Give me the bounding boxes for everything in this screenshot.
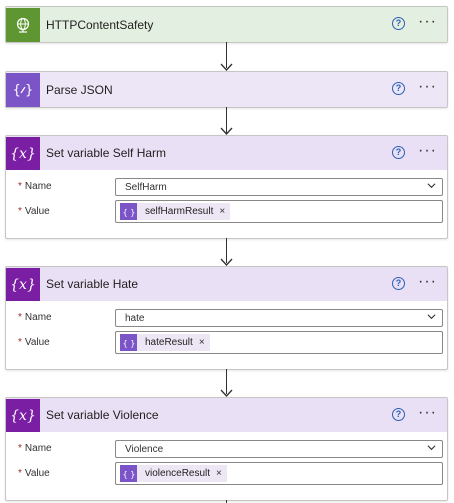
svg-text:{ }: { } — [123, 208, 135, 217]
name-dropdown-value: hate — [125, 312, 145, 324]
more-options-icon[interactable]: ··· — [418, 404, 437, 421]
step-card-set-variable-violence[interactable]: {x} Set variable Violence ? ··· *Name Vi… — [5, 397, 448, 501]
step-header[interactable]: { } Parse JSON ? ··· — [6, 72, 447, 107]
help-icon[interactable]: ? — [392, 277, 405, 290]
value-field-label: *Value — [18, 468, 50, 479]
token-label: violenceResult — [145, 468, 211, 479]
arrow-down-icon — [220, 127, 233, 135]
svg-text:{x}: {x} — [10, 146, 36, 162]
chevron-down-icon — [427, 445, 436, 451]
name-field-label: *Name — [18, 312, 52, 323]
arrow-down-icon — [220, 389, 233, 397]
svg-text:{ }: { } — [123, 470, 135, 479]
dynamic-content-token[interactable]: { } selfHarmResult × — [120, 203, 231, 220]
connector-line — [226, 107, 227, 133]
step-title: Set variable Hate — [46, 277, 139, 291]
chevron-down-icon — [427, 314, 436, 320]
connector-line — [226, 369, 227, 394]
more-options-icon[interactable]: ··· — [418, 13, 437, 30]
step-title: Parse JSON — [46, 82, 113, 97]
svg-text:{x}: {x} — [10, 408, 36, 424]
connector-line — [226, 238, 227, 263]
help-icon[interactable]: ? — [392, 82, 405, 95]
expression-icon: { } — [120, 334, 137, 351]
chevron-down-icon — [427, 183, 436, 189]
help-icon[interactable]: ? — [392, 408, 405, 421]
remove-token-icon[interactable]: × — [219, 206, 226, 217]
more-options-icon[interactable]: ··· — [418, 273, 437, 290]
more-options-icon[interactable]: ··· — [418, 78, 437, 95]
name-dropdown-value: Violence — [125, 443, 164, 455]
token-label: hateResult — [145, 337, 193, 348]
step-header[interactable]: {x} Set variable Hate ? ··· — [6, 267, 447, 301]
token-label: selfHarmResult — [145, 206, 214, 217]
step-body: *Name hate *Value { } hateResult × — [6, 301, 447, 369]
step-body: *Name SelfHarm *Value { } selfHarmResult… — [6, 170, 447, 238]
arrow-down-icon — [220, 258, 233, 266]
help-icon[interactable]: ? — [392, 146, 405, 159]
remove-token-icon[interactable]: × — [198, 337, 205, 348]
help-icon[interactable]: ? — [392, 17, 405, 30]
step-body: *Name Violence *Value { } violenceResult… — [6, 432, 447, 500]
globe-icon — [6, 7, 40, 42]
svg-text:{x}: {x} — [10, 277, 36, 293]
name-dropdown-value: SelfHarm — [125, 181, 167, 193]
name-dropdown[interactable]: hate — [115, 309, 443, 327]
dynamic-content-token[interactable]: { } hateResult × — [120, 334, 210, 351]
value-input[interactable]: { } selfHarmResult × — [115, 200, 443, 223]
name-dropdown[interactable]: Violence — [115, 440, 443, 458]
more-options-icon[interactable]: ··· — [418, 142, 437, 159]
step-header[interactable]: {x} Set variable Violence ? ··· — [6, 398, 447, 432]
value-input[interactable]: { } hateResult × — [115, 331, 443, 354]
name-field-label: *Name — [18, 181, 52, 192]
name-dropdown[interactable]: SelfHarm — [115, 178, 443, 196]
step-card-set-variable-self-harm[interactable]: {x} Set variable Self Harm ? ··· *Name S… — [5, 135, 448, 239]
step-title: HTTPContentSafety — [46, 17, 154, 32]
variable-icon: {x} — [6, 267, 40, 301]
value-field-label: *Value — [18, 206, 50, 217]
variable-icon: {x} — [6, 136, 40, 170]
step-title: Set variable Self Harm — [46, 146, 167, 160]
data-operation-icon: { } — [6, 72, 40, 107]
value-input[interactable]: { } violenceResult × — [115, 462, 443, 485]
step-title: Set variable Violence — [46, 408, 159, 422]
connector-line — [226, 42, 227, 68]
connector-line — [226, 500, 227, 503]
svg-text:{ }: { } — [123, 339, 135, 348]
expression-icon: { } — [120, 465, 137, 482]
step-card-parse-json[interactable]: { } Parse JSON ? ··· — [5, 71, 448, 108]
step-header[interactable]: HTTPContentSafety ? ··· — [6, 7, 447, 42]
expression-icon: { } — [120, 203, 137, 220]
arrow-down-icon — [220, 63, 233, 71]
remove-token-icon[interactable]: × — [216, 468, 222, 479]
step-card-set-variable-hate[interactable]: {x} Set variable Hate ? ··· *Name hate *… — [5, 266, 448, 370]
name-field-label: *Name — [18, 443, 52, 454]
step-card-httpcontentsafety[interactable]: HTTPContentSafety ? ··· — [5, 6, 448, 43]
value-field-label: *Value — [18, 337, 50, 348]
step-header[interactable]: {x} Set variable Self Harm ? ··· — [6, 136, 447, 170]
variable-icon: {x} — [6, 398, 40, 432]
dynamic-content-token[interactable]: { } violenceResult × — [120, 465, 227, 482]
